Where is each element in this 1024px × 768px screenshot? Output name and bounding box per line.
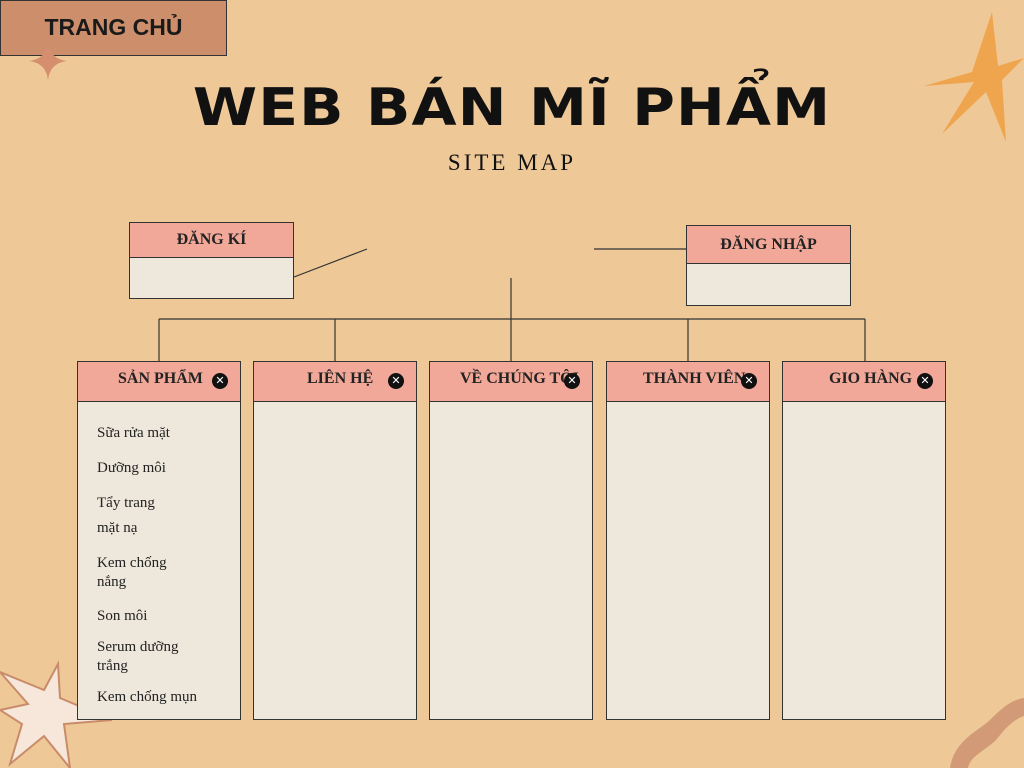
page-subtitle: SITE MAP [447, 150, 577, 175]
list-item[interactable]: Serum dưỡng trắng [97, 639, 179, 674]
login-label: ĐĂNG NHẬP [687, 226, 850, 264]
swirl-icon [950, 698, 1024, 768]
register-box[interactable]: ĐĂNG KÍ [129, 222, 294, 299]
close-icon[interactable]: ✕ [212, 373, 228, 389]
column-header: LIÊN HỆ ✕ [254, 362, 416, 402]
column-header: GIO HÀNG ✕ [783, 362, 945, 402]
column-label: THÀNH VIÊN [643, 370, 746, 387]
list-item[interactable]: Kem chống nắng [97, 555, 167, 590]
column-label: SẢN PHẨM [118, 370, 203, 387]
close-icon[interactable]: ✕ [564, 373, 580, 389]
register-label: ĐĂNG KÍ [130, 223, 293, 258]
list-item[interactable]: Kem chống mụn [97, 689, 197, 705]
column-products[interactable]: SẢN PHẨM ✕ Sữa rửa mặt Dưỡng môi Tẩy tra… [77, 361, 241, 720]
list-item[interactable]: Dưỡng môi [97, 460, 166, 476]
page-title: WEB BÁN MĨ PHẨM [192, 78, 832, 138]
list-item[interactable]: Son môi [97, 608, 148, 624]
close-icon[interactable]: ✕ [917, 373, 933, 389]
column-cart[interactable]: GIO HÀNG ✕ [782, 361, 946, 720]
starburst-icon [0, 660, 113, 768]
column-about-us[interactable]: VỀ CHÚNG TÔI ✕ [429, 361, 593, 720]
star-icon [924, 12, 1024, 142]
list-item[interactable]: Sữa rửa mặt [97, 425, 170, 441]
column-label: GIO HÀNG [829, 370, 913, 387]
list-item[interactable]: Tẩy trang [97, 495, 155, 511]
close-icon[interactable]: ✕ [741, 373, 757, 389]
column-header: VỀ CHÚNG TÔI ✕ [430, 362, 592, 402]
column-header: SẢN PHẨM ✕ [78, 362, 240, 402]
column-label: VỀ CHÚNG TÔI [460, 370, 579, 387]
sparkle-icon [29, 42, 67, 80]
home-node[interactable]: TRANG CHỦ [0, 0, 227, 56]
login-box[interactable]: ĐĂNG NHẬP [686, 225, 851, 306]
column-members[interactable]: THÀNH VIÊN ✕ [606, 361, 770, 720]
close-icon[interactable]: ✕ [388, 373, 404, 389]
column-contact[interactable]: LIÊN HỆ ✕ [253, 361, 417, 720]
column-header: THÀNH VIÊN ✕ [607, 362, 769, 402]
column-label: LIÊN HỆ [307, 370, 374, 387]
list-item[interactable]: mặt nạ [97, 520, 138, 536]
